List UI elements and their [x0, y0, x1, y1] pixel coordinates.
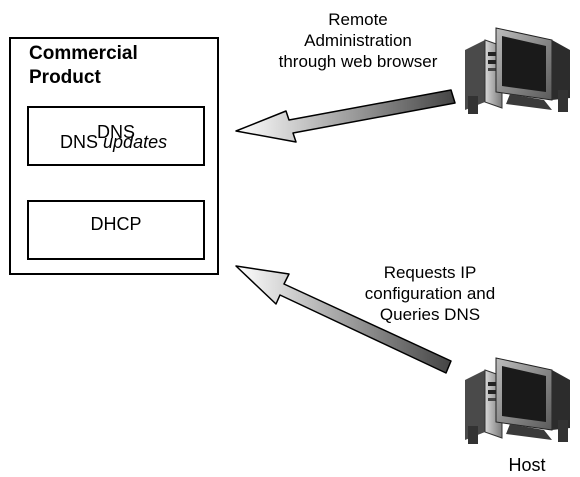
remote-admin-caption: Remote Administration through web browse…	[248, 9, 468, 72]
requests-caption-line1: Requests IP	[383, 263, 477, 282]
requests-caption-line2: configuration and	[364, 284, 496, 303]
remote-caption-line1: Remote	[328, 10, 388, 29]
host-label: Host	[508, 455, 546, 475]
remote-caption-line2: Administration	[304, 31, 412, 50]
remote-caption-line3: through web browser	[278, 52, 438, 71]
host-computer-icon	[440, 340, 580, 460]
admin-computer-icon	[440, 10, 580, 130]
requests-caption-line3: Queries DNS	[379, 305, 481, 324]
requests-caption: Requests IP configuration and Queries DN…	[330, 262, 530, 325]
dns-updates-prefix: DNS	[60, 132, 99, 152]
product-title: Commercial Product	[29, 42, 209, 90]
product-title-line1: Commercial	[29, 43, 138, 64]
commercial-product-box: Commercial Product DNS DHCP	[9, 37, 219, 275]
remote-admin-arrow	[235, 89, 456, 143]
product-title-line2: Product	[29, 67, 101, 88]
requests-arrow	[235, 265, 452, 374]
dns-box: DNS	[27, 106, 205, 166]
dhcp-box: DHCP	[27, 200, 205, 260]
dns-updates-label: DNS updates	[60, 132, 167, 153]
dns-updates-italic: updates	[103, 132, 168, 152]
